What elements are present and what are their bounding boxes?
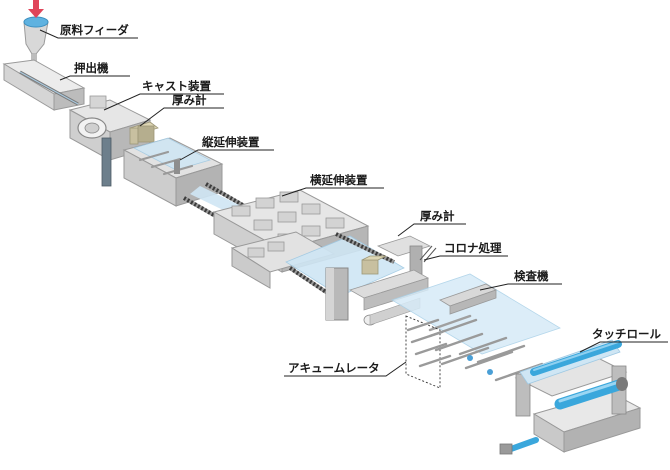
label-inspection: 検査機 [514, 269, 549, 283]
label-accumulator: アキュームレータ [288, 361, 380, 375]
label-thickness-gauge-2: 厚み計 [420, 209, 455, 223]
thickness-gauge-1 [129, 121, 159, 145]
raw-feeder [23, 16, 49, 64]
feed-arrow-icon [28, 0, 44, 18]
md-stretcher [122, 137, 224, 207]
label-corona: コロナ処理 [444, 241, 502, 255]
extruder [2, 59, 86, 111]
label-cast-unit: キャスト装置 [142, 79, 211, 93]
take-off-frame [325, 235, 432, 321]
label-extruder: 押出機 [74, 61, 109, 75]
label-md-stretcher: 縦延伸装置 [202, 135, 260, 149]
leader-lines [39, 29, 668, 377]
touch-roll [499, 340, 628, 455]
chain-rail-2 [288, 232, 395, 298]
label-thickness-gauge-1: 厚み計 [172, 93, 207, 107]
label-td-stretcher: 横延伸装置 [310, 173, 368, 187]
accumulator [405, 315, 544, 389]
label-touch-roll: タッチロール [592, 327, 661, 341]
film-web [391, 273, 561, 355]
thickness-gauge-2 [361, 255, 387, 275]
label-raw-feeder: 原料フィーダ [60, 23, 129, 37]
